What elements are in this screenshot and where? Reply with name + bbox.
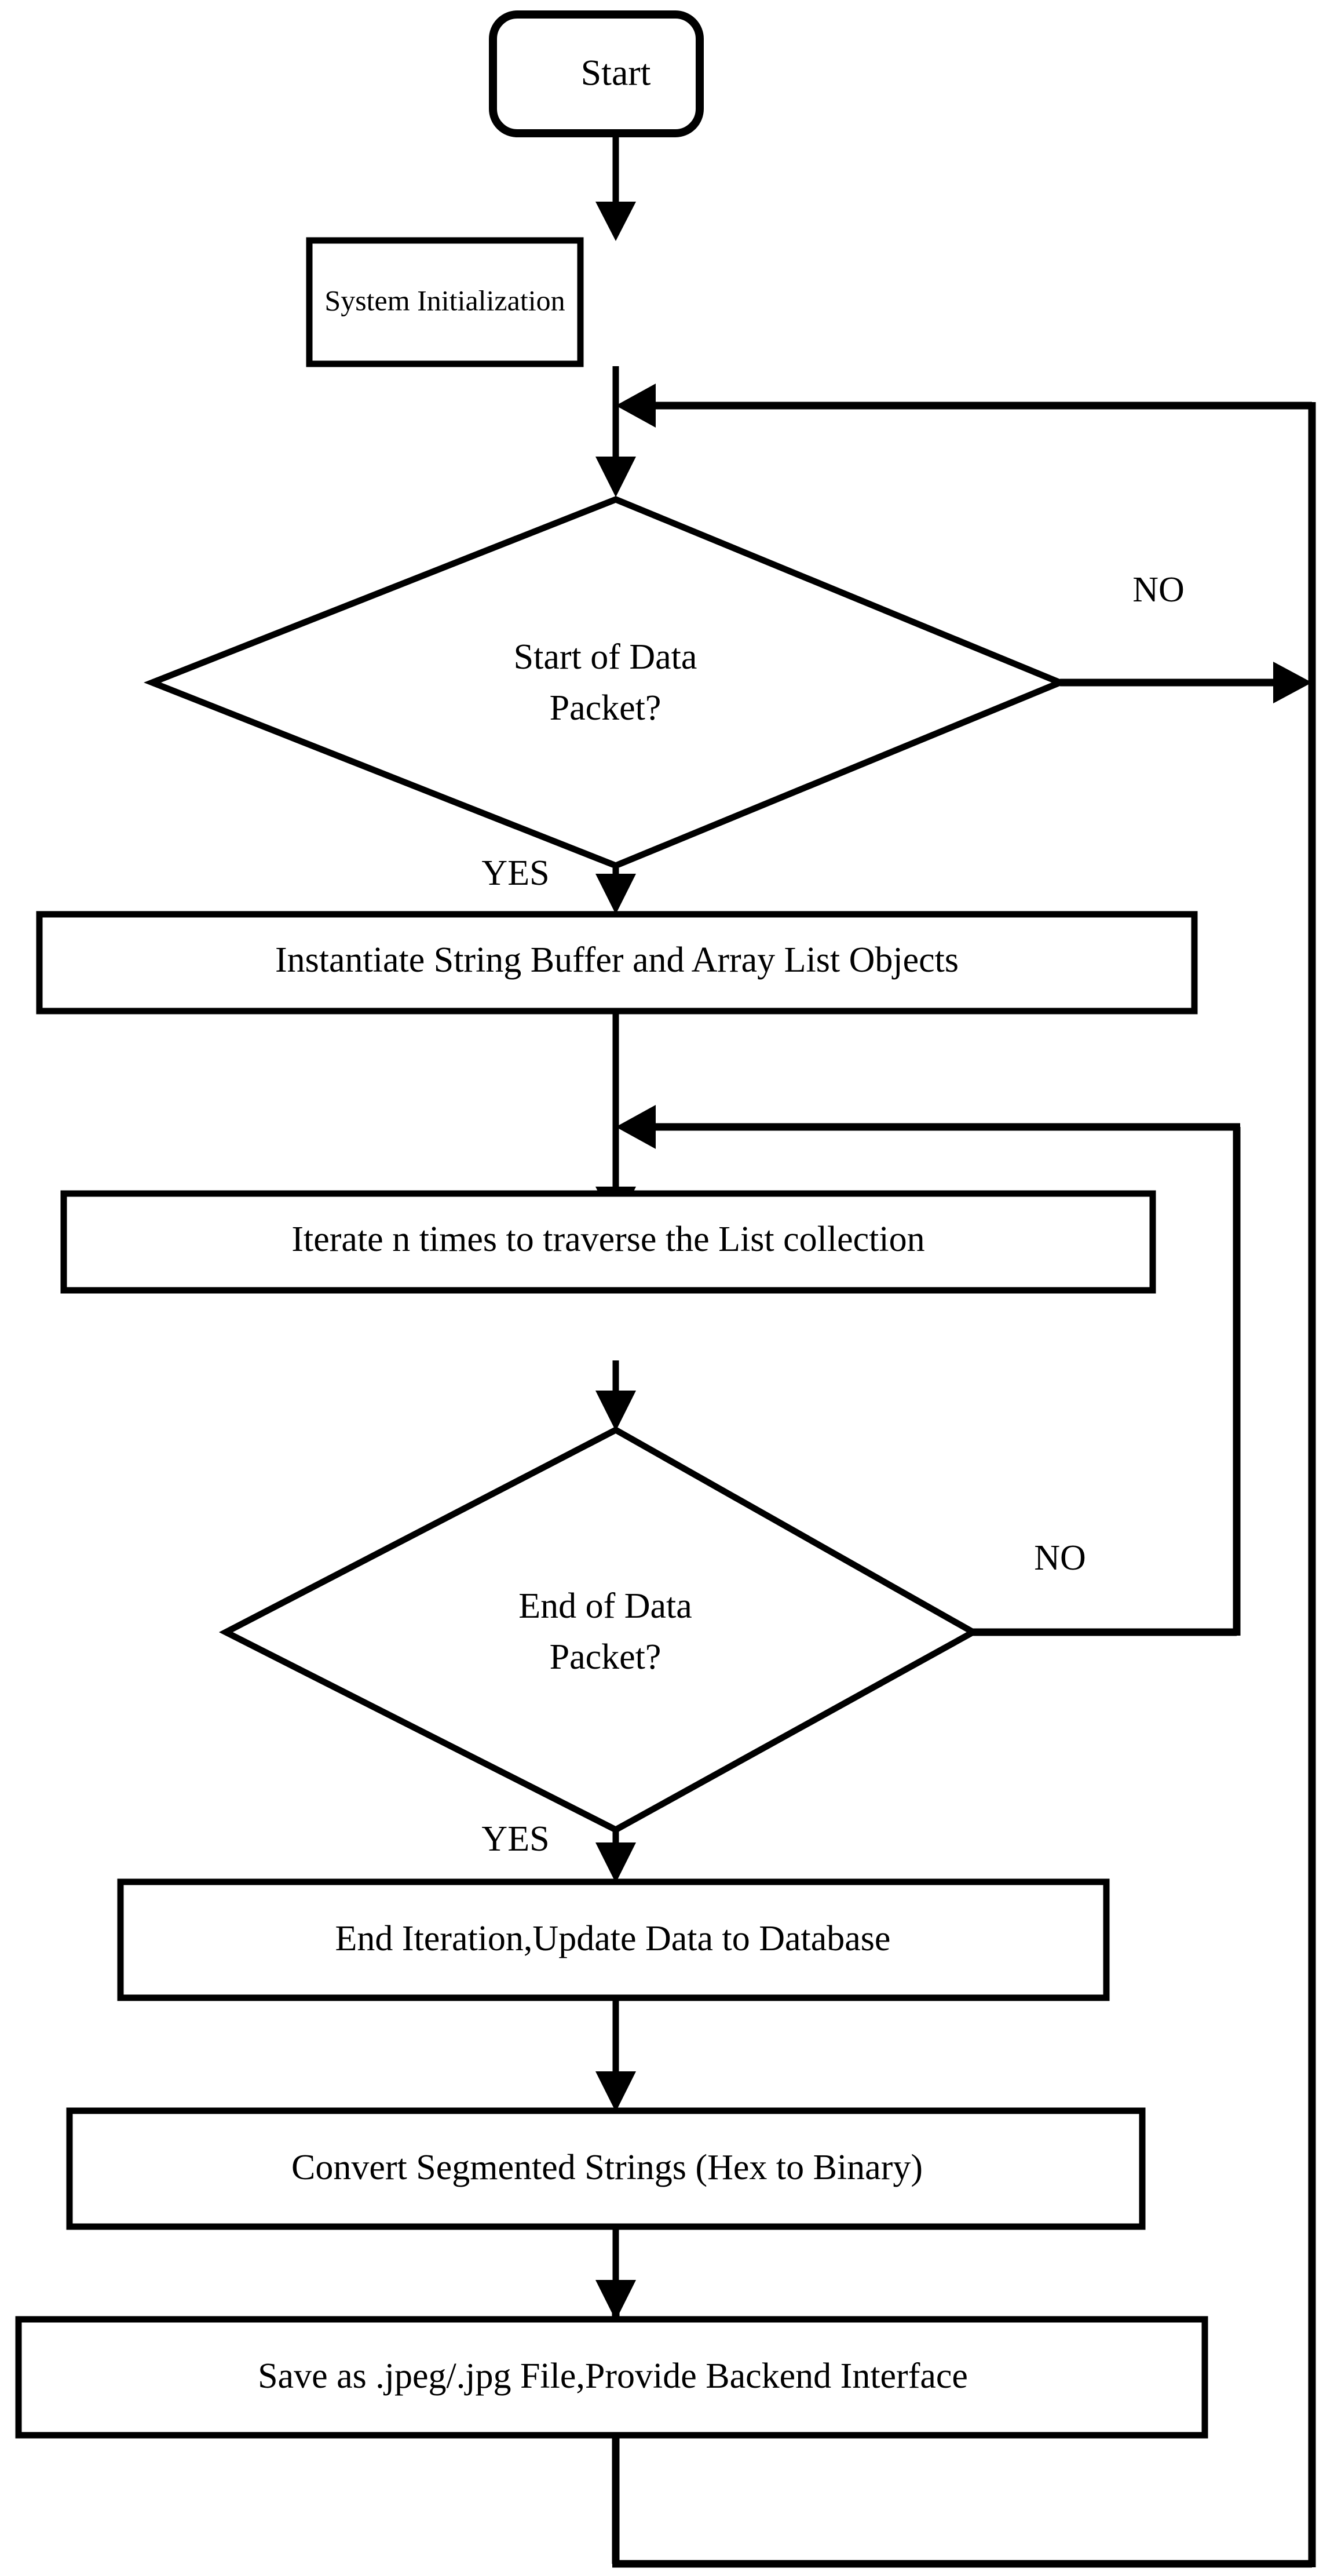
arrowhead-inner-return-left	[616, 1105, 656, 1149]
node-end-iteration-update-db-label: End Iteration,Update Data to Database	[335, 1919, 891, 1958]
arrowhead-enditeration-convert	[595, 2071, 636, 2112]
edge-endpacket-yes-to-enditeration	[595, 1831, 636, 1883]
arrowhead-startpacket-instantiate	[595, 874, 636, 914]
node-start-of-data-packet-label-line2: Packet?	[550, 688, 662, 728]
node-convert-strings-shape[interactable]	[66, 2107, 1146, 2230]
node-end-iteration-update-db-shape[interactable]	[117, 1878, 1110, 2001]
edge-label-startpacket-yes: YES	[481, 853, 549, 893]
node-instantiate-buffer-label: Instantiate String Buffer and Array List…	[275, 940, 959, 980]
node-start[interactable]: Start	[489, 10, 704, 137]
node-convert-strings[interactable]: Convert Segmented Strings (Hex to Binary…	[66, 2107, 1146, 2230]
arrowhead-no1-right	[1273, 662, 1312, 703]
node-save-file[interactable]: Save as .jpeg/.jpg File,Provide Backend …	[15, 2316, 1208, 2439]
edge-startpacket-yes-to-instantiate	[595, 868, 636, 914]
arrowhead-iterate-endpacket	[595, 1391, 636, 1431]
edge-startpacket-no-outer-loop	[1060, 662, 1312, 703]
edge-label-endpacket-yes: YES	[481, 1819, 549, 1859]
arrowhead-endpacket-enditeration	[595, 1842, 636, 1883]
node-end-of-data-packet-shape[interactable]	[218, 1426, 980, 1834]
node-start-of-data-packet-label-line1: Start of Data	[514, 637, 697, 677]
edge-start-to-sysinit	[595, 136, 636, 241]
node-system-initialization[interactable]: System Initialization	[306, 237, 584, 367]
node-instantiate-buffer-shape[interactable]	[36, 911, 1198, 1015]
node-save-file-shape[interactable]	[15, 2316, 1208, 2439]
node-instantiate-buffer[interactable]: Instantiate String Buffer and Array List…	[36, 911, 1198, 1015]
node-start-of-data-packet-shape[interactable]	[144, 496, 1069, 869]
node-iterate-list-label: Iterate n times to traverse the List col…	[291, 1220, 924, 1259]
node-iterate-list-shape[interactable]	[60, 1190, 1156, 1294]
arrowhead-start-sysinit	[595, 202, 636, 241]
arrowhead-sysinit-startpacket	[595, 457, 636, 497]
edge-sysinit-to-startpacket	[595, 366, 636, 497]
node-start-shape[interactable]	[489, 10, 704, 137]
edge-convert-to-save	[595, 2227, 636, 2320]
node-start-of-data-packet-decision[interactable]: Start of Data Packet?	[144, 496, 1069, 869]
arrowhead-outer-return-left	[616, 384, 656, 428]
edge-outer-loop-return	[616, 384, 1312, 428]
node-end-of-data-packet-decision[interactable]: End of Data Packet?	[218, 1426, 980, 1834]
edge-iterate-to-endpacket	[595, 1360, 636, 1431]
node-end-of-data-packet-label-line2: Packet?	[550, 1637, 662, 1677]
node-iterate-list[interactable]: Iterate n times to traverse the List col…	[60, 1190, 1156, 1294]
node-start-label: Start	[581, 52, 651, 93]
node-save-file-label: Save as .jpeg/.jpg File,Provide Backend …	[258, 2356, 968, 2396]
edge-enditeration-to-convert	[595, 1997, 636, 2112]
node-system-initialization-shape[interactable]	[306, 237, 584, 367]
node-end-of-data-packet-label-line1: End of Data	[518, 1586, 692, 1626]
node-end-iteration-update-db[interactable]: End Iteration,Update Data to Database	[117, 1878, 1110, 2001]
node-convert-strings-label: Convert Segmented Strings (Hex to Binary…	[291, 2148, 923, 2187]
edge-label-endpacket-no: NO	[1034, 1538, 1086, 1578]
edge-label-startpacket-no: NO	[1132, 570, 1185, 610]
edge-endpacket-no-inner-loop	[616, 1105, 1241, 1636]
node-system-initialization-label: System Initialization	[324, 284, 565, 316]
arrowhead-convert-save	[595, 2280, 636, 2320]
